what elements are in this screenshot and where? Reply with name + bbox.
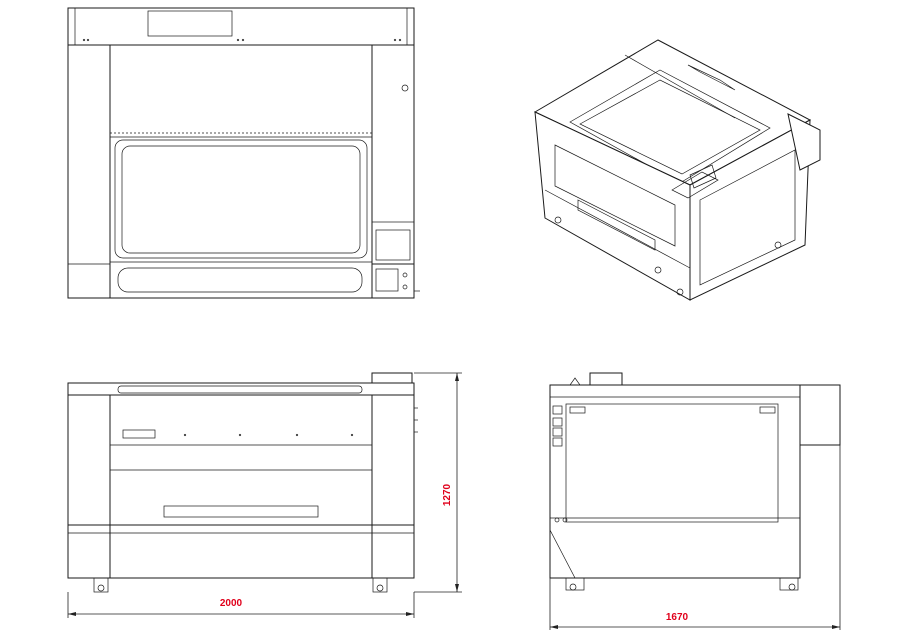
isometric-view: [533, 39, 821, 301]
side-view: [549, 372, 841, 591]
top-view: [67, 7, 420, 299]
front-dimensions: [67, 372, 462, 618]
front-view: [67, 372, 418, 593]
depth-dimension-label: 1670: [666, 612, 689, 623]
side-dimensions: [549, 445, 841, 630]
width-dimension-label: 2000: [220, 598, 243, 609]
height-dimension-label: 1270: [442, 483, 453, 506]
